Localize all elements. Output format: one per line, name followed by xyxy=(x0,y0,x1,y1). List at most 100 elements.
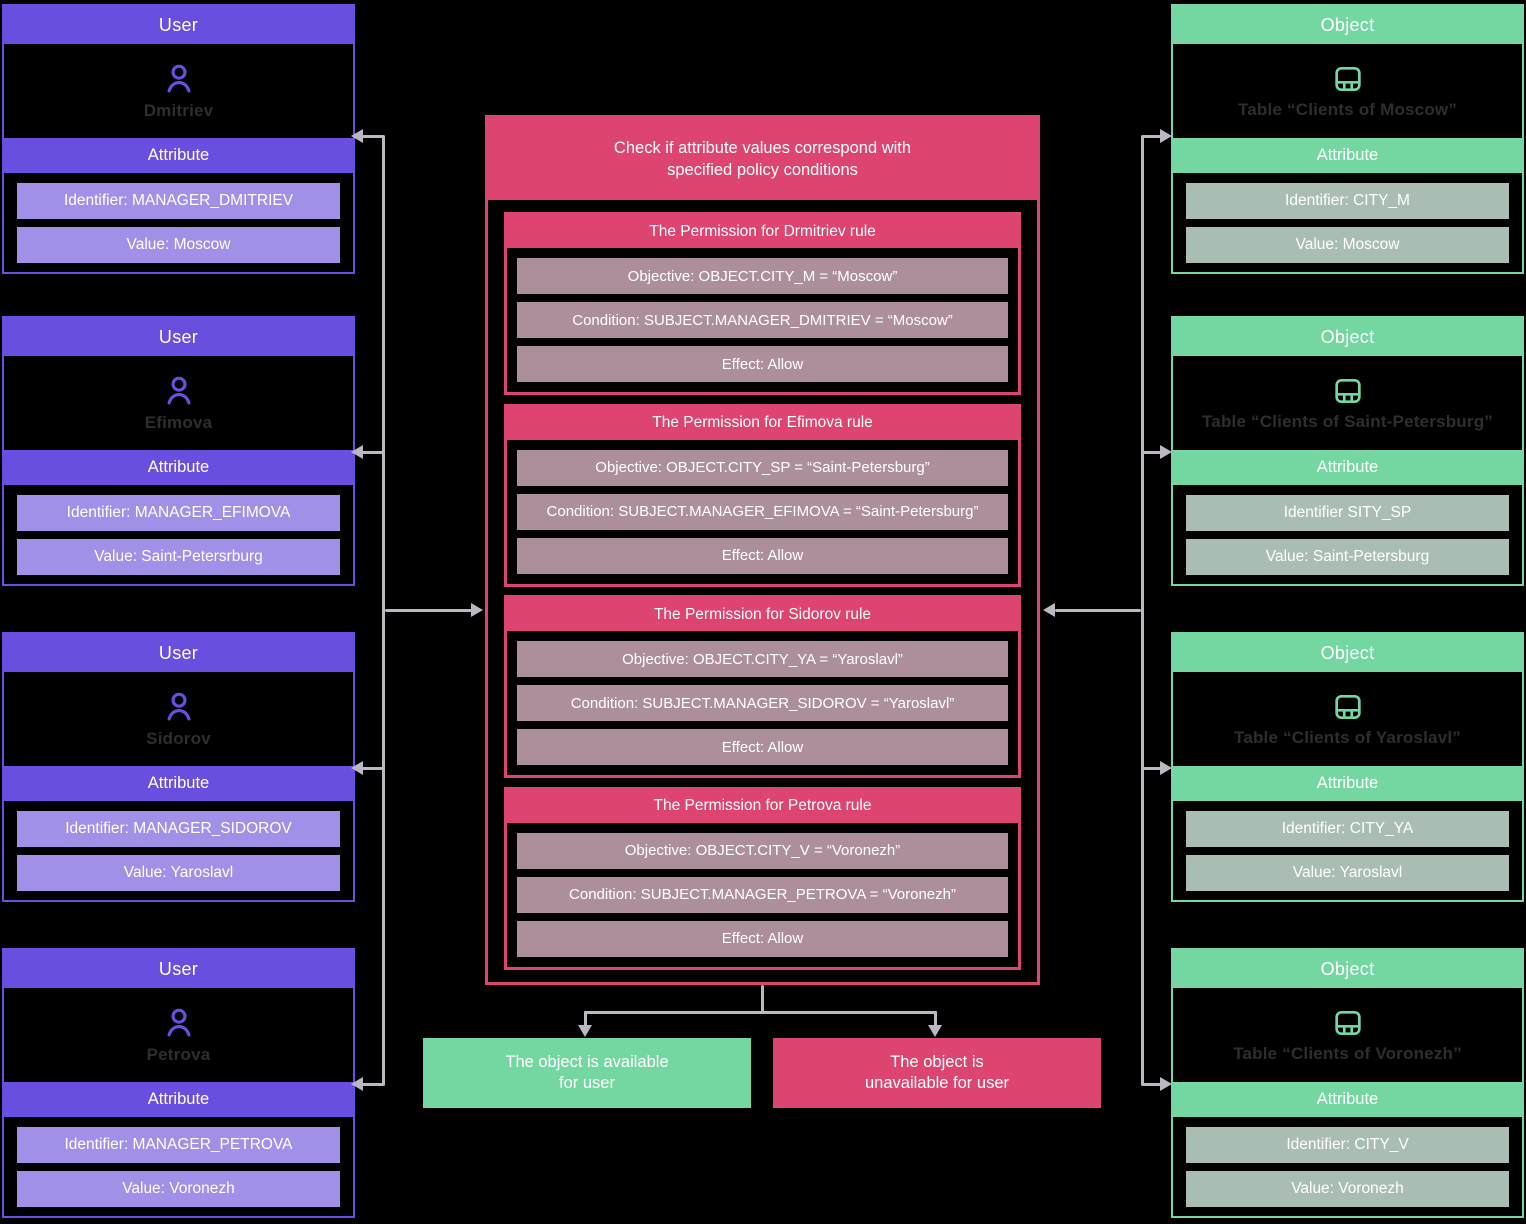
attribute-identifier-row: Identifier: MANAGER_PETROVA xyxy=(17,1127,340,1163)
rule-effect: Effect: Allow xyxy=(517,920,1008,957)
connector-line xyxy=(362,451,384,454)
attribute-rows: Identifier: MANAGER_DMITRIEV Value: Mosc… xyxy=(4,173,353,272)
user-card-header: User xyxy=(4,950,353,988)
attribute-value-row: Value: Voronezh xyxy=(17,1171,340,1207)
policy-panel-title: Check if attribute values correspond wit… xyxy=(488,118,1037,200)
outcome-unavailable-box: The object is unavailable for user xyxy=(773,1038,1101,1108)
rule-objective: Objective: OBJECT.CITY_YA = “Yaroslavl” xyxy=(517,641,1008,678)
user-icon xyxy=(167,692,190,720)
attribute-header: Attribute xyxy=(1173,766,1522,801)
attribute-value-row: Value: Saint-Petersburg xyxy=(1186,539,1509,575)
connector-line xyxy=(934,1011,937,1027)
attribute-header: Attribute xyxy=(4,766,353,801)
arrowhead-right-icon xyxy=(1160,129,1172,143)
rule-condition: Condition: SUBJECT.MANAGER_SIDOROV = “Ya… xyxy=(517,685,1008,722)
attribute-identifier-row: Identifier: CITY_YA xyxy=(1186,811,1509,847)
attribute-identifier-row: Identifier: MANAGER_EFIMOVA xyxy=(17,495,340,531)
attribute-identifier-row: Identifier: MANAGER_DMITRIEV xyxy=(17,183,340,219)
user-icon xyxy=(167,1008,190,1036)
object-card-header: Object xyxy=(1173,318,1522,356)
attribute-header: Attribute xyxy=(4,450,353,485)
connector-line xyxy=(362,1083,384,1086)
table-icon xyxy=(1334,66,1361,91)
rule-condition: Condition: SUBJECT.MANAGER_PETROVA = “Vo… xyxy=(517,876,1008,913)
object-card-body: Table “Clients of Moscow” xyxy=(1173,44,1522,138)
connector-line xyxy=(362,135,384,138)
attribute-rows: Identifier: MANAGER_PETROVA Value: Voron… xyxy=(4,1117,353,1216)
attribute-rows: Identifier: MANAGER_SIDOROV Value: Yaros… xyxy=(4,801,353,900)
attribute-rows: Identifier: CITY_V Value: Voronezh xyxy=(1173,1117,1522,1216)
arrowhead-down-icon xyxy=(578,1025,592,1037)
user-name: Petrova xyxy=(146,1044,211,1064)
connector-line xyxy=(362,767,384,770)
user-name: Sidorov xyxy=(146,728,211,748)
rule-title: The Permission for Petrova rule xyxy=(507,789,1018,823)
policy-panel: Check if attribute values correspond wit… xyxy=(485,115,1040,985)
user-card: User Sidorov Attribute Identifier: MANAG… xyxy=(2,632,355,902)
object-name: Table “Clients of Moscow” xyxy=(1237,99,1458,119)
rule-title: The Permission for Efimova rule xyxy=(507,406,1018,440)
connector-line xyxy=(1142,135,1162,138)
connector-line xyxy=(761,985,764,1013)
object-card-header: Object xyxy=(1173,950,1522,988)
arrowhead-left-icon xyxy=(351,129,363,143)
attribute-value-row: Value: Yaroslavl xyxy=(1186,855,1509,891)
outcome-available-box: The object is available for user xyxy=(423,1038,751,1108)
permission-rule-card: The Permission for Efimova rule Objectiv… xyxy=(504,403,1021,587)
connector-right-trunk xyxy=(1141,135,1144,1086)
table-icon xyxy=(1334,694,1361,719)
connector-line xyxy=(1055,609,1141,612)
object-card-body: Table “Clients of Voronezh” xyxy=(1173,988,1522,1082)
connector-line xyxy=(385,609,472,612)
table-icon xyxy=(1334,1010,1361,1035)
user-card-body: Petrova xyxy=(4,988,353,1082)
rule-objective: Objective: OBJECT.CITY_M = “Moscow” xyxy=(517,258,1008,294)
attribute-rows: Identifier: MANAGER_EFIMOVA Value: Saint… xyxy=(4,485,353,584)
attribute-identifier-row: Identifier: CITY_M xyxy=(1186,183,1509,219)
object-card-header: Object xyxy=(1173,634,1522,672)
attribute-rows: Identifier SITY_SP Value: Saint-Petersbu… xyxy=(1173,485,1522,584)
rule-objective: Objective: OBJECT.CITY_V = “Voronezh” xyxy=(517,832,1008,869)
object-card: Object Table “Clients of Yaroslavl” Attr… xyxy=(1171,632,1524,902)
user-card-body: Sidorov xyxy=(4,672,353,766)
arrowhead-left-icon xyxy=(1043,603,1055,617)
object-card-body: Table “Clients of Saint-Petersburg” xyxy=(1173,356,1522,450)
attribute-rows: Identifier: CITY_M Value: Moscow xyxy=(1173,173,1522,272)
connector-line xyxy=(584,1011,937,1014)
user-icon xyxy=(167,376,190,404)
connector-line xyxy=(1142,451,1162,454)
object-name: Table “Clients of Saint-Petersburg” xyxy=(1201,411,1493,431)
rule-title: The Permission for Drmitriev rule xyxy=(507,215,1018,248)
arrowhead-right-icon xyxy=(1160,445,1172,459)
rule-effect: Effect: Allow xyxy=(517,346,1008,382)
table-icon xyxy=(1334,378,1361,403)
connector-left-trunk xyxy=(382,135,385,1086)
rule-rows: Objective: OBJECT.CITY_YA = “Yaroslavl” … xyxy=(507,631,1018,775)
user-card-header: User xyxy=(4,6,353,44)
object-card: Object Table “Clients of Voronezh” Attri… xyxy=(1171,948,1524,1218)
attribute-header: Attribute xyxy=(4,1082,353,1117)
user-card: User Efimova Attribute Identifier: MANAG… xyxy=(2,316,355,586)
object-name: Table “Clients of Yaroslavl” xyxy=(1234,727,1461,747)
permission-rule-card: The Permission for Drmitriev rule Object… xyxy=(504,212,1021,395)
connector-line xyxy=(1142,1083,1162,1086)
rule-condition: Condition: SUBJECT.MANAGER_DMITRIEV = “M… xyxy=(517,302,1008,338)
user-name: Efimova xyxy=(144,412,213,432)
object-card: Object Table “Clients of Saint-Petersbur… xyxy=(1171,316,1524,586)
user-card: User Dmitriev Attribute Identifier: MANA… xyxy=(2,4,355,274)
attribute-value-row: Value: Moscow xyxy=(1186,227,1509,263)
object-card: Object Table “Clients of Moscow” Attribu… xyxy=(1171,4,1524,274)
arrowhead-right-icon xyxy=(1160,1077,1172,1091)
user-icon xyxy=(167,64,190,92)
policy-rules: The Permission for Drmitriev rule Object… xyxy=(488,200,1037,982)
user-card-body: Dmitriev xyxy=(4,44,353,138)
rule-rows: Objective: OBJECT.CITY_SP = “Saint-Peter… xyxy=(507,440,1018,584)
attribute-identifier-row: Identifier: MANAGER_SIDOROV xyxy=(17,811,340,847)
arrowhead-left-icon xyxy=(351,761,363,775)
rule-objective: Objective: OBJECT.CITY_SP = “Saint-Peter… xyxy=(517,449,1008,486)
arrowhead-down-icon xyxy=(928,1025,942,1037)
permission-rule-card: The Permission for Sidorov rule Objectiv… xyxy=(504,595,1021,779)
attribute-header: Attribute xyxy=(1173,138,1522,173)
arrowhead-left-icon xyxy=(351,445,363,459)
